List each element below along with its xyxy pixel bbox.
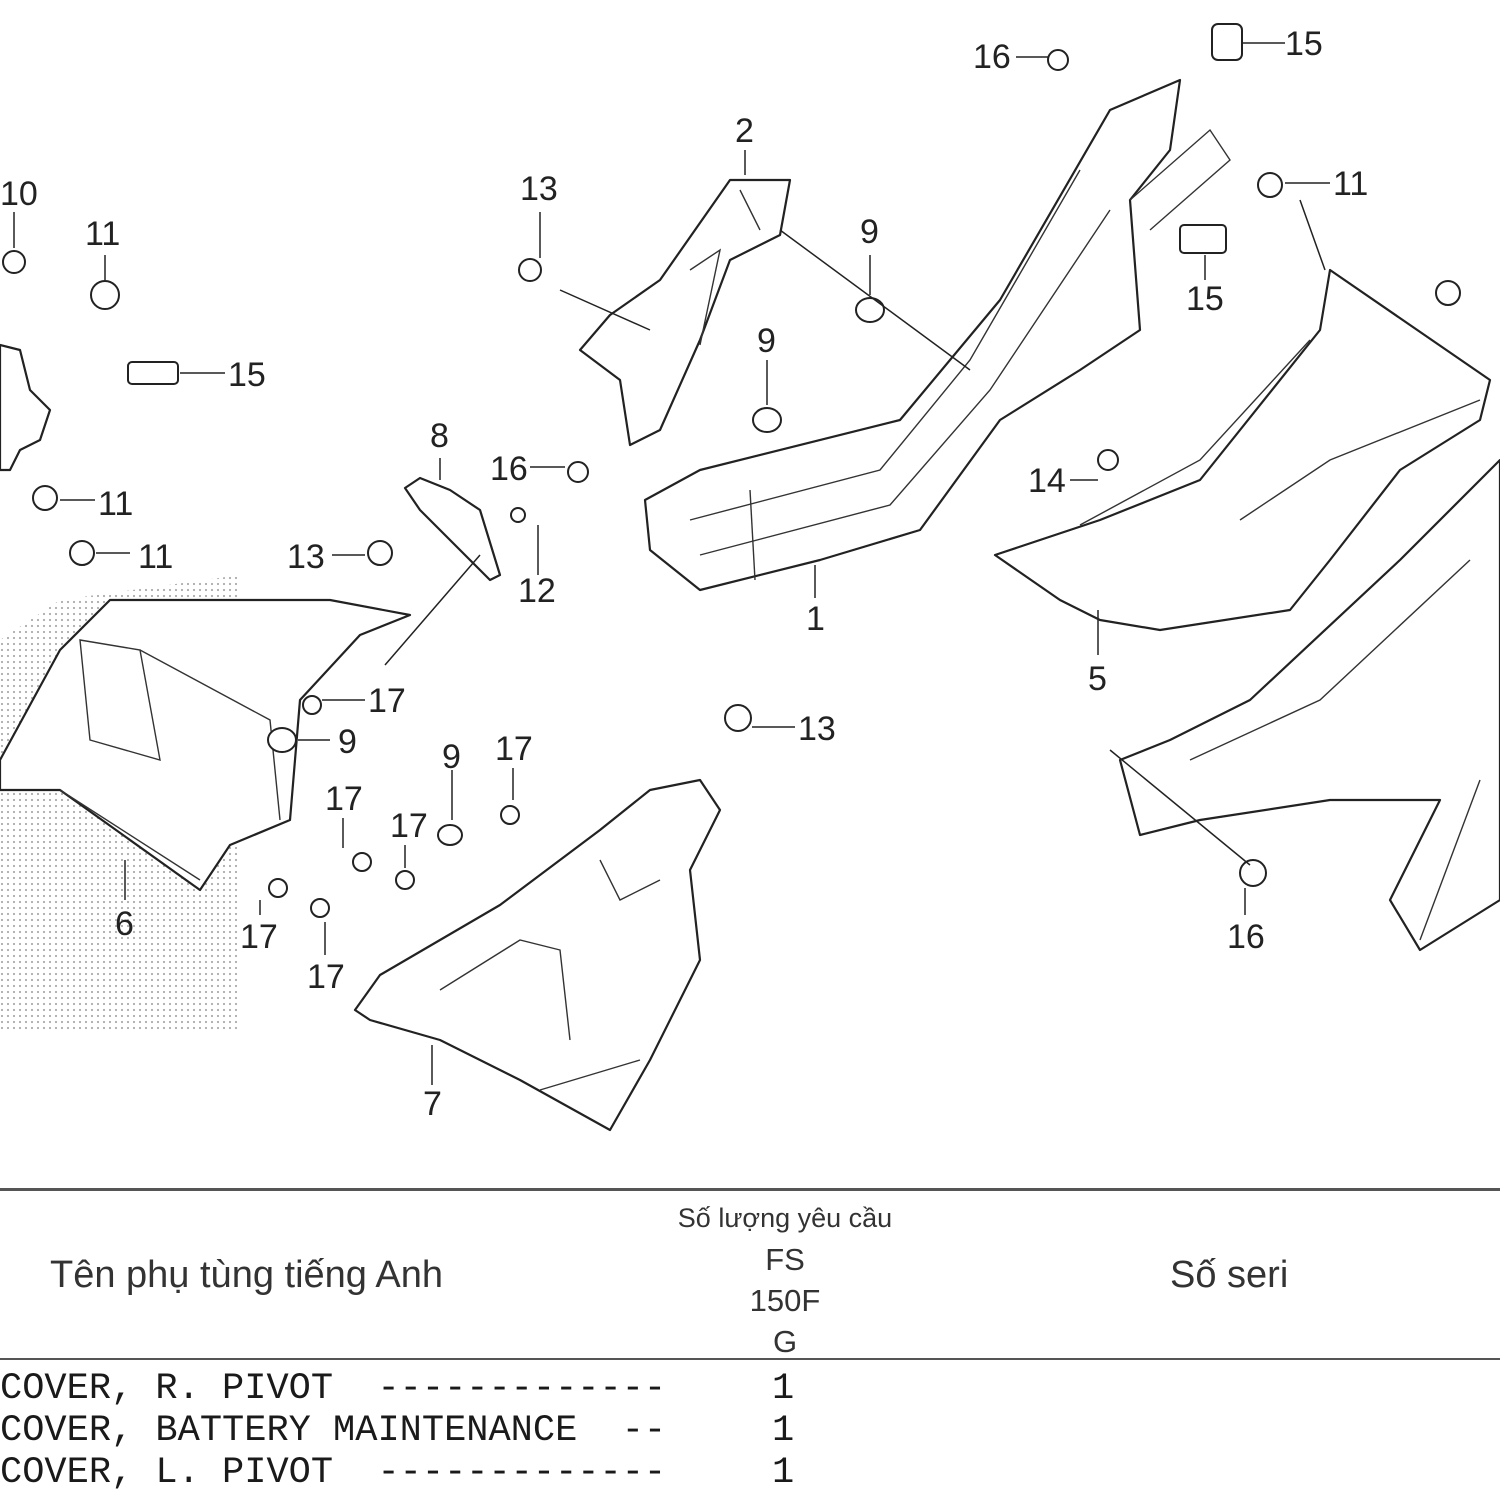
callout-5: 5: [1088, 660, 1107, 698]
row-quantity: 1: [772, 1452, 795, 1494]
callout-15-mid: 15: [1186, 280, 1224, 318]
callout-7: 7: [423, 1085, 442, 1123]
callout-13-top: 13: [520, 170, 558, 208]
callout-17-c: 17: [390, 807, 428, 845]
callout-13-right: 13: [798, 710, 836, 748]
callout-16-right: 16: [1227, 918, 1265, 956]
part-8-small-cover[interactable]: [403, 476, 502, 582]
header-part-name: Tên phụ tùng tiếng Anh: [50, 1254, 443, 1296]
header-quantity: Số lượng yêu cầu FS 150F G: [640, 1198, 930, 1362]
parts-diagram: 1 2 5 6 7 8 9 9 9 9 10 11 11 11 11 12 13…: [0, 23, 1500, 1132]
header-qty-model-variant: G: [772, 1324, 798, 1359]
header-qty-model: FS: [765, 1242, 805, 1277]
callout-1: 1: [806, 600, 825, 638]
callout-17-b: 17: [325, 780, 363, 818]
callout-9-mid: 9: [757, 322, 776, 360]
part-bracket-left[interactable]: [0, 343, 52, 472]
part-2-battery-maintenance-cover[interactable]: [578, 178, 792, 447]
row-part-name: COVER, L. PIVOT -------------: [0, 1452, 667, 1494]
callout-17-f: 17: [307, 958, 345, 996]
callout-labels: 1 2 5 6 7 8 9 9 9 9 10 11 11 11 11 12 13…: [0, 25, 1368, 1123]
table-header-rule: [0, 1358, 1500, 1360]
callout-11-top: 11: [85, 215, 120, 253]
fasteners: [2, 23, 1461, 918]
part-5-left-pivot-cover[interactable]: [993, 268, 1500, 952]
callout-2: 2: [735, 112, 754, 150]
header-serial: Số seri: [1170, 1254, 1289, 1296]
callout-15-top: 15: [1285, 25, 1323, 63]
part-1-right-pivot-cover[interactable]: [643, 78, 1231, 592]
callout-12: 12: [518, 572, 556, 610]
callout-17-d: 17: [495, 730, 533, 768]
parts-table: Tên phụ tùng tiếng Anh Số lượng yêu cầu …: [0, 1188, 1500, 1500]
callout-11-low: 11: [138, 538, 173, 576]
header-qty-model-code: 150F: [749, 1283, 821, 1318]
callout-17-e: 17: [240, 918, 278, 956]
callout-6: 6: [115, 905, 134, 943]
callout-9-upper: 9: [860, 213, 879, 251]
row-part-name: COVER, R. PIVOT -------------: [0, 1368, 667, 1410]
table-row: COVER, L. PIVOT ------------- 1: [0, 1452, 1500, 1494]
part-7-cover[interactable]: [353, 778, 722, 1132]
callout-10: 10: [0, 175, 38, 213]
callout-11-mid: 11: [98, 485, 133, 523]
callout-15-left: 15: [228, 356, 266, 394]
header-qty-title: Số lượng yêu cầu: [677, 1203, 893, 1233]
callout-13-left: 13: [287, 538, 325, 576]
table-top-rule: [0, 1188, 1500, 1191]
callout-14: 14: [1028, 462, 1066, 500]
row-part-name: COVER, BATTERY MAINTENANCE --: [0, 1410, 667, 1452]
callout-16-mid: 16: [490, 450, 528, 488]
table-row: COVER, BATTERY MAINTENANCE -- 1: [0, 1410, 1500, 1452]
callout-16-top: 16: [973, 38, 1011, 76]
row-quantity: 1: [772, 1410, 795, 1452]
table-row: COVER, R. PIVOT ------------- 1: [0, 1368, 1500, 1410]
callout-9-left: 9: [338, 723, 357, 761]
row-quantity: 1: [772, 1368, 795, 1410]
callout-17-a: 17: [368, 682, 406, 720]
leader-lines: [13, 42, 1330, 1085]
part-6-cover[interactable]: [0, 598, 412, 892]
callout-8: 8: [430, 417, 449, 455]
callout-9-lower: 9: [442, 738, 461, 776]
callout-11-right: 11: [1333, 165, 1368, 203]
